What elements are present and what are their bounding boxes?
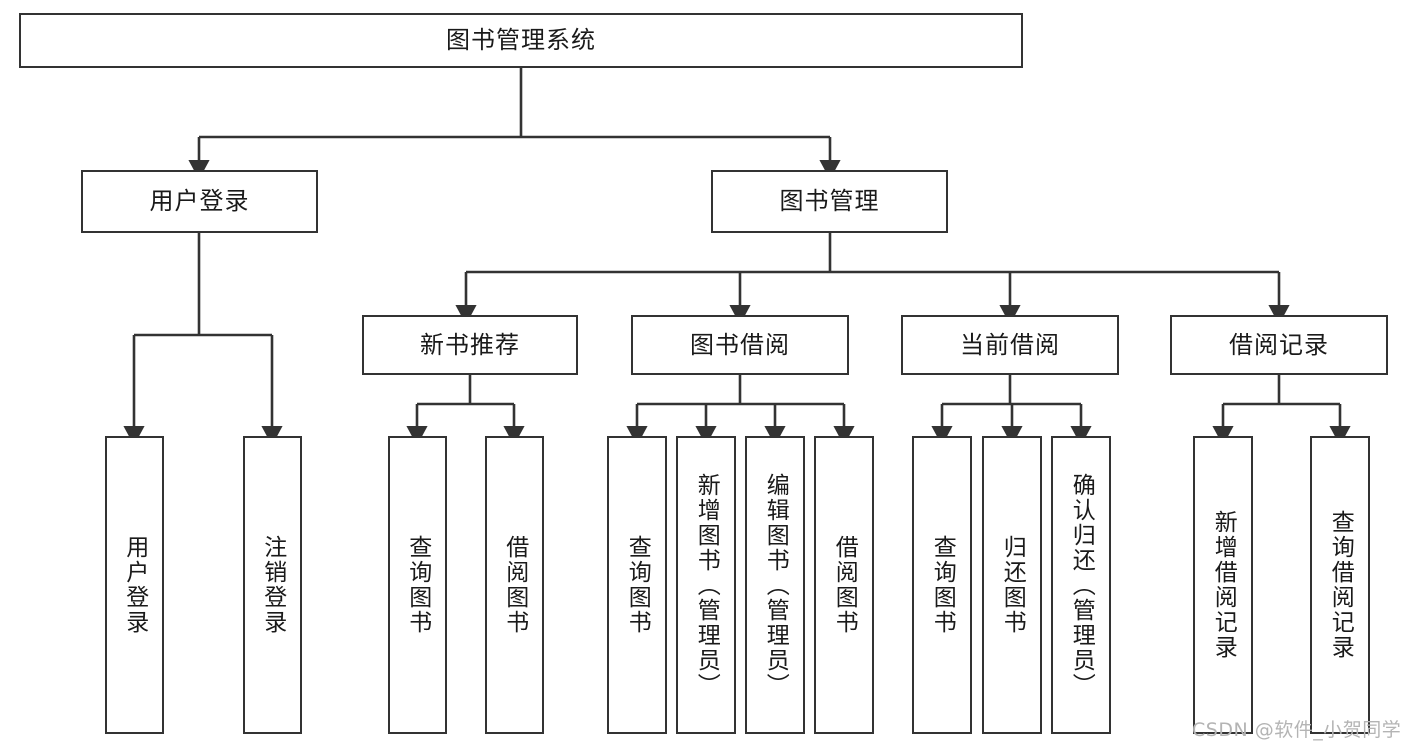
node-borrow-record-label: 借阅记录 (1229, 330, 1329, 359)
node-leaf-query-borrow-record[interactable]: 查询借阅记录 (1310, 436, 1370, 734)
node-leaf-user-logout[interactable]: 注销登录 (243, 436, 302, 734)
node-leaf-edit-book-admin-label: 编辑图书（管理员） (762, 472, 789, 698)
node-book-manage-label: 图书管理 (779, 187, 880, 216)
node-leaf-borrow-book-2[interactable]: 借阅图书 (814, 436, 874, 734)
node-leaf-return-book[interactable]: 归还图书 (982, 436, 1042, 734)
node-root-label: 图书管理系统 (446, 26, 596, 55)
node-leaf-user-login-label: 用户登录 (121, 535, 148, 635)
node-leaf-user-logout-label: 注销登录 (259, 535, 286, 635)
node-book-borrow[interactable]: 图书借阅 (631, 315, 849, 375)
node-user-login[interactable]: 用户登录 (81, 170, 318, 233)
node-book-borrow-label: 图书借阅 (690, 330, 790, 359)
node-leaf-add-book-admin[interactable]: 新增图书（管理员） (676, 436, 736, 734)
node-leaf-add-borrow-record-label: 新增借阅记录 (1210, 510, 1237, 660)
node-leaf-query-book-2-label: 查询图书 (624, 535, 651, 635)
node-root[interactable]: 图书管理系统 (19, 13, 1023, 68)
node-leaf-borrow-book-1-label: 借阅图书 (501, 535, 528, 635)
node-leaf-confirm-return-admin[interactable]: 确认归还（管理员） (1051, 436, 1111, 734)
watermark-text: CSDN @软件_小贺同学 (1192, 719, 1402, 741)
node-user-login-label: 用户登录 (149, 187, 250, 216)
node-leaf-query-borrow-record-label: 查询借阅记录 (1327, 510, 1354, 660)
node-borrow-record[interactable]: 借阅记录 (1170, 315, 1388, 375)
node-leaf-add-book-admin-label: 新增图书（管理员） (693, 472, 720, 698)
node-leaf-confirm-return-admin-label: 确认归还（管理员） (1068, 472, 1095, 698)
node-new-book-recommend-label: 新书推荐 (420, 330, 520, 359)
node-new-book-recommend[interactable]: 新书推荐 (362, 315, 578, 375)
node-leaf-query-book-1-label: 查询图书 (404, 535, 431, 635)
node-leaf-return-book-label: 归还图书 (999, 535, 1026, 635)
node-book-manage[interactable]: 图书管理 (711, 170, 948, 233)
node-current-borrow-label: 当前借阅 (960, 330, 1060, 359)
node-leaf-borrow-book-1[interactable]: 借阅图书 (485, 436, 544, 734)
node-leaf-query-book-2[interactable]: 查询图书 (607, 436, 667, 734)
node-leaf-query-book-3[interactable]: 查询图书 (912, 436, 972, 734)
node-leaf-edit-book-admin[interactable]: 编辑图书（管理员） (745, 436, 805, 734)
node-leaf-query-book-1[interactable]: 查询图书 (388, 436, 447, 734)
node-leaf-add-borrow-record[interactable]: 新增借阅记录 (1193, 436, 1253, 734)
node-leaf-borrow-book-2-label: 借阅图书 (831, 535, 858, 635)
node-current-borrow[interactable]: 当前借阅 (901, 315, 1119, 375)
node-leaf-user-login[interactable]: 用户登录 (105, 436, 164, 734)
node-leaf-query-book-3-label: 查询图书 (929, 535, 956, 635)
